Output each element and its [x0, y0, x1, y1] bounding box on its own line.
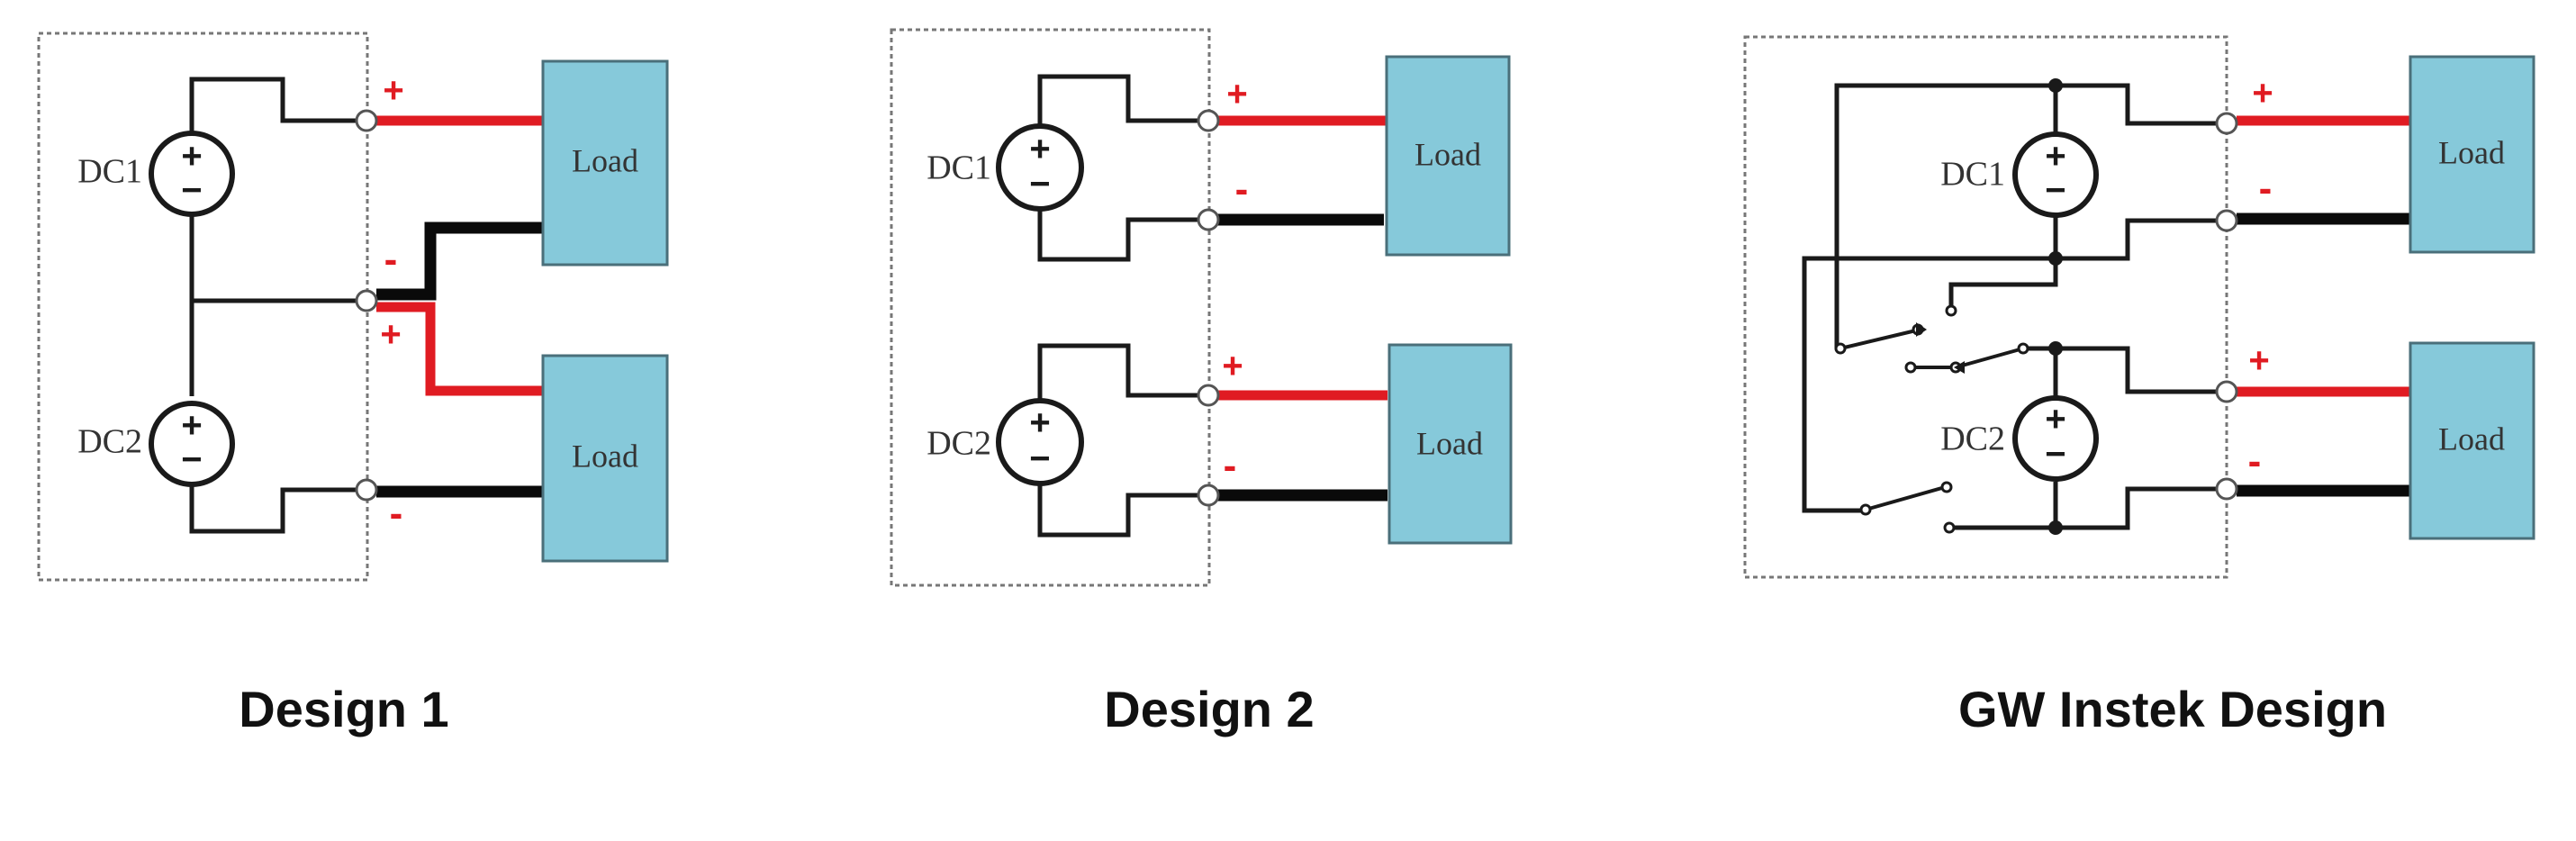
design-2-dc2-minus: − [1029, 439, 1050, 479]
design-3-load-top-label: Load [2438, 134, 2505, 170]
design-1-terminal-top [355, 109, 378, 132]
design-3-dc2-source-symbol [2012, 395, 2099, 482]
design-3-dc1-label: DC1 [1940, 156, 2005, 194]
design-3-dc2-plus: + [2045, 400, 2065, 439]
design-1-negative-wire-top [376, 222, 543, 301]
design-3-load-bottom [2409, 341, 2535, 540]
design-1-dc1-label: DC1 [77, 153, 142, 191]
design-3-caption: GW Instek Design [1957, 681, 2388, 737]
design-3-terminal-2 [2215, 209, 2238, 232]
design-2-dc2-label: DC2 [926, 425, 991, 463]
design-1-polarity-minus-mid: - [384, 238, 398, 282]
design-1-dc2-minus: − [181, 440, 202, 480]
design-2-dc2-source-symbol [996, 398, 1084, 486]
design-2-dc1-label: DC1 [926, 149, 991, 187]
design-2-polarity-plus-bottom: + [1222, 347, 1243, 386]
design-1-dc1-minus: − [181, 171, 202, 211]
design-3-load-top [2409, 55, 2535, 254]
design-3-junction-1 [2048, 78, 2063, 93]
design-1-polarity-plus-top: + [383, 71, 403, 111]
design-2-polarity-minus-bottom: - [1224, 444, 1237, 488]
design-2-dc1-minus: − [1029, 165, 1050, 204]
design-2-diagram: + − DC1 + − DC2 + - + - Load Load [890, 28, 1513, 587]
design-2-caption: Design 2 [1104, 681, 1315, 737]
design-1-enclosure [37, 32, 369, 582]
design-3-polarity-minus-top: - [2259, 167, 2273, 211]
design-3-polarity-plus-top: + [2252, 74, 2273, 113]
design-1-internal-wiring [189, 77, 365, 534]
design-1-diagram: + − DC1 + − DC2 + - + - Load Load [37, 32, 669, 582]
design-3-dc1-source-symbol [2012, 131, 2099, 218]
design-1-positive-wire-bottom [376, 302, 543, 396]
design-2-terminal-1 [1197, 109, 1220, 132]
design-2-terminal-4 [1197, 484, 1220, 507]
design-3-junction-3 [2048, 341, 2063, 356]
design-1-polarity-minus-bottom: - [390, 492, 403, 536]
design-3-dc2-minus: − [2045, 435, 2065, 475]
design-3-junction-4 [2048, 520, 2063, 535]
design-1-dc2-label: DC2 [77, 423, 142, 461]
design-1-terminal-bottom [355, 478, 378, 502]
design-3-load-bottom-label: Load [2438, 420, 2505, 457]
design-1-polarity-plus-mid: + [380, 315, 401, 355]
design-2-terminal-2 [1197, 208, 1220, 231]
design-2-polarity-plus-top: + [1226, 75, 1247, 114]
design-3-terminal-1 [2215, 112, 2238, 135]
design-3-terminal-4 [2215, 477, 2238, 501]
design-2-internal-wiring [1037, 74, 1207, 538]
design-3-enclosure [1743, 35, 2228, 579]
design-3-switch-bottom [1859, 481, 1956, 534]
design-1-load-bottom-label: Load [572, 438, 638, 474]
design-2-dc1-plus: + [1029, 130, 1050, 169]
design-3-dc1-plus: + [2045, 137, 2065, 176]
design-1-caption: Design 1 [239, 681, 449, 737]
design-2-dc1-source-symbol [996, 123, 1084, 212]
design-3-diagram: + − DC1 + − DC2 + - + - Load Load [1743, 35, 2535, 579]
design-2-load-top [1385, 55, 1511, 257]
design-1-load-bottom [541, 354, 669, 563]
design-1-load-top [541, 59, 669, 267]
design-3-terminal-3 [2215, 380, 2238, 403]
design-1-dc2-plus: + [181, 406, 202, 446]
design-3-polarity-minus-bottom: - [2248, 439, 2262, 484]
design-2-polarity-minus-top: - [1235, 167, 1249, 212]
design-1-load-top-label: Load [572, 142, 638, 178]
design-2-dc2-plus: + [1029, 403, 1050, 443]
design-3-dc2-label: DC2 [1940, 420, 2005, 458]
design-1-dc2-source-symbol [149, 401, 235, 487]
design-1-dc1-plus: + [181, 137, 202, 176]
design-1-terminal-mid [355, 289, 378, 312]
design-2-load-top-label: Load [1415, 136, 1481, 172]
design-2-terminal-3 [1197, 384, 1220, 407]
design-3-junction-2 [2048, 251, 2063, 266]
design-2-load-bottom-label: Load [1416, 425, 1483, 461]
design-3-switch-top-right [1904, 304, 2029, 374]
design-2-load-bottom [1387, 343, 1513, 545]
design-2-enclosure [890, 28, 1211, 587]
design-3-polarity-plus-bottom: + [2248, 341, 2269, 381]
design-1-dc1-source-symbol [149, 131, 235, 217]
design-3-dc1-minus: − [2045, 171, 2065, 211]
design-3-switch-top-left [1834, 322, 1927, 355]
design-3-internal-wiring [1802, 83, 2224, 530]
